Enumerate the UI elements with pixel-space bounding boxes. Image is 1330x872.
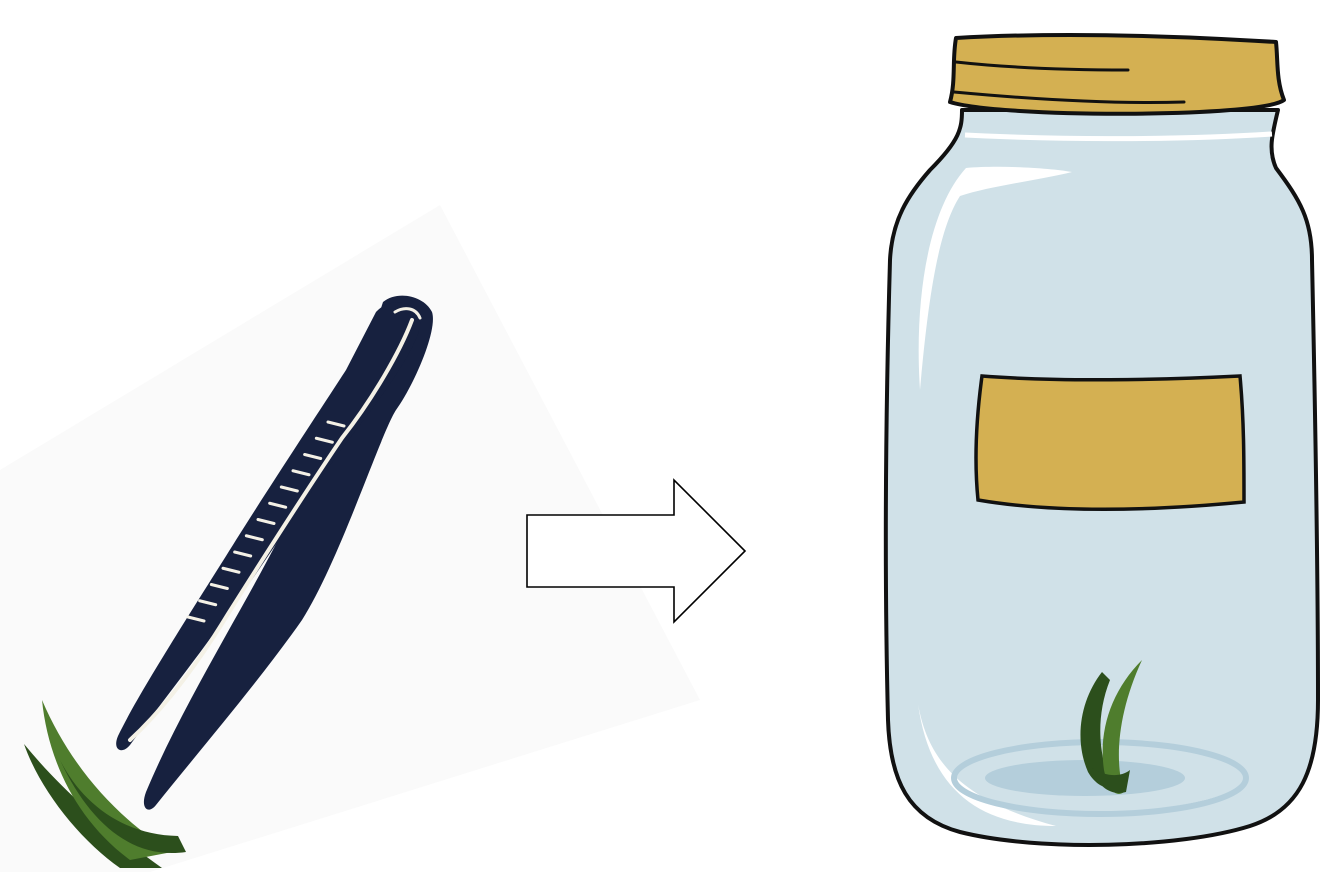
jar-icon [886, 35, 1318, 845]
jar-label [976, 376, 1244, 509]
jar-medium-inner [985, 760, 1185, 796]
